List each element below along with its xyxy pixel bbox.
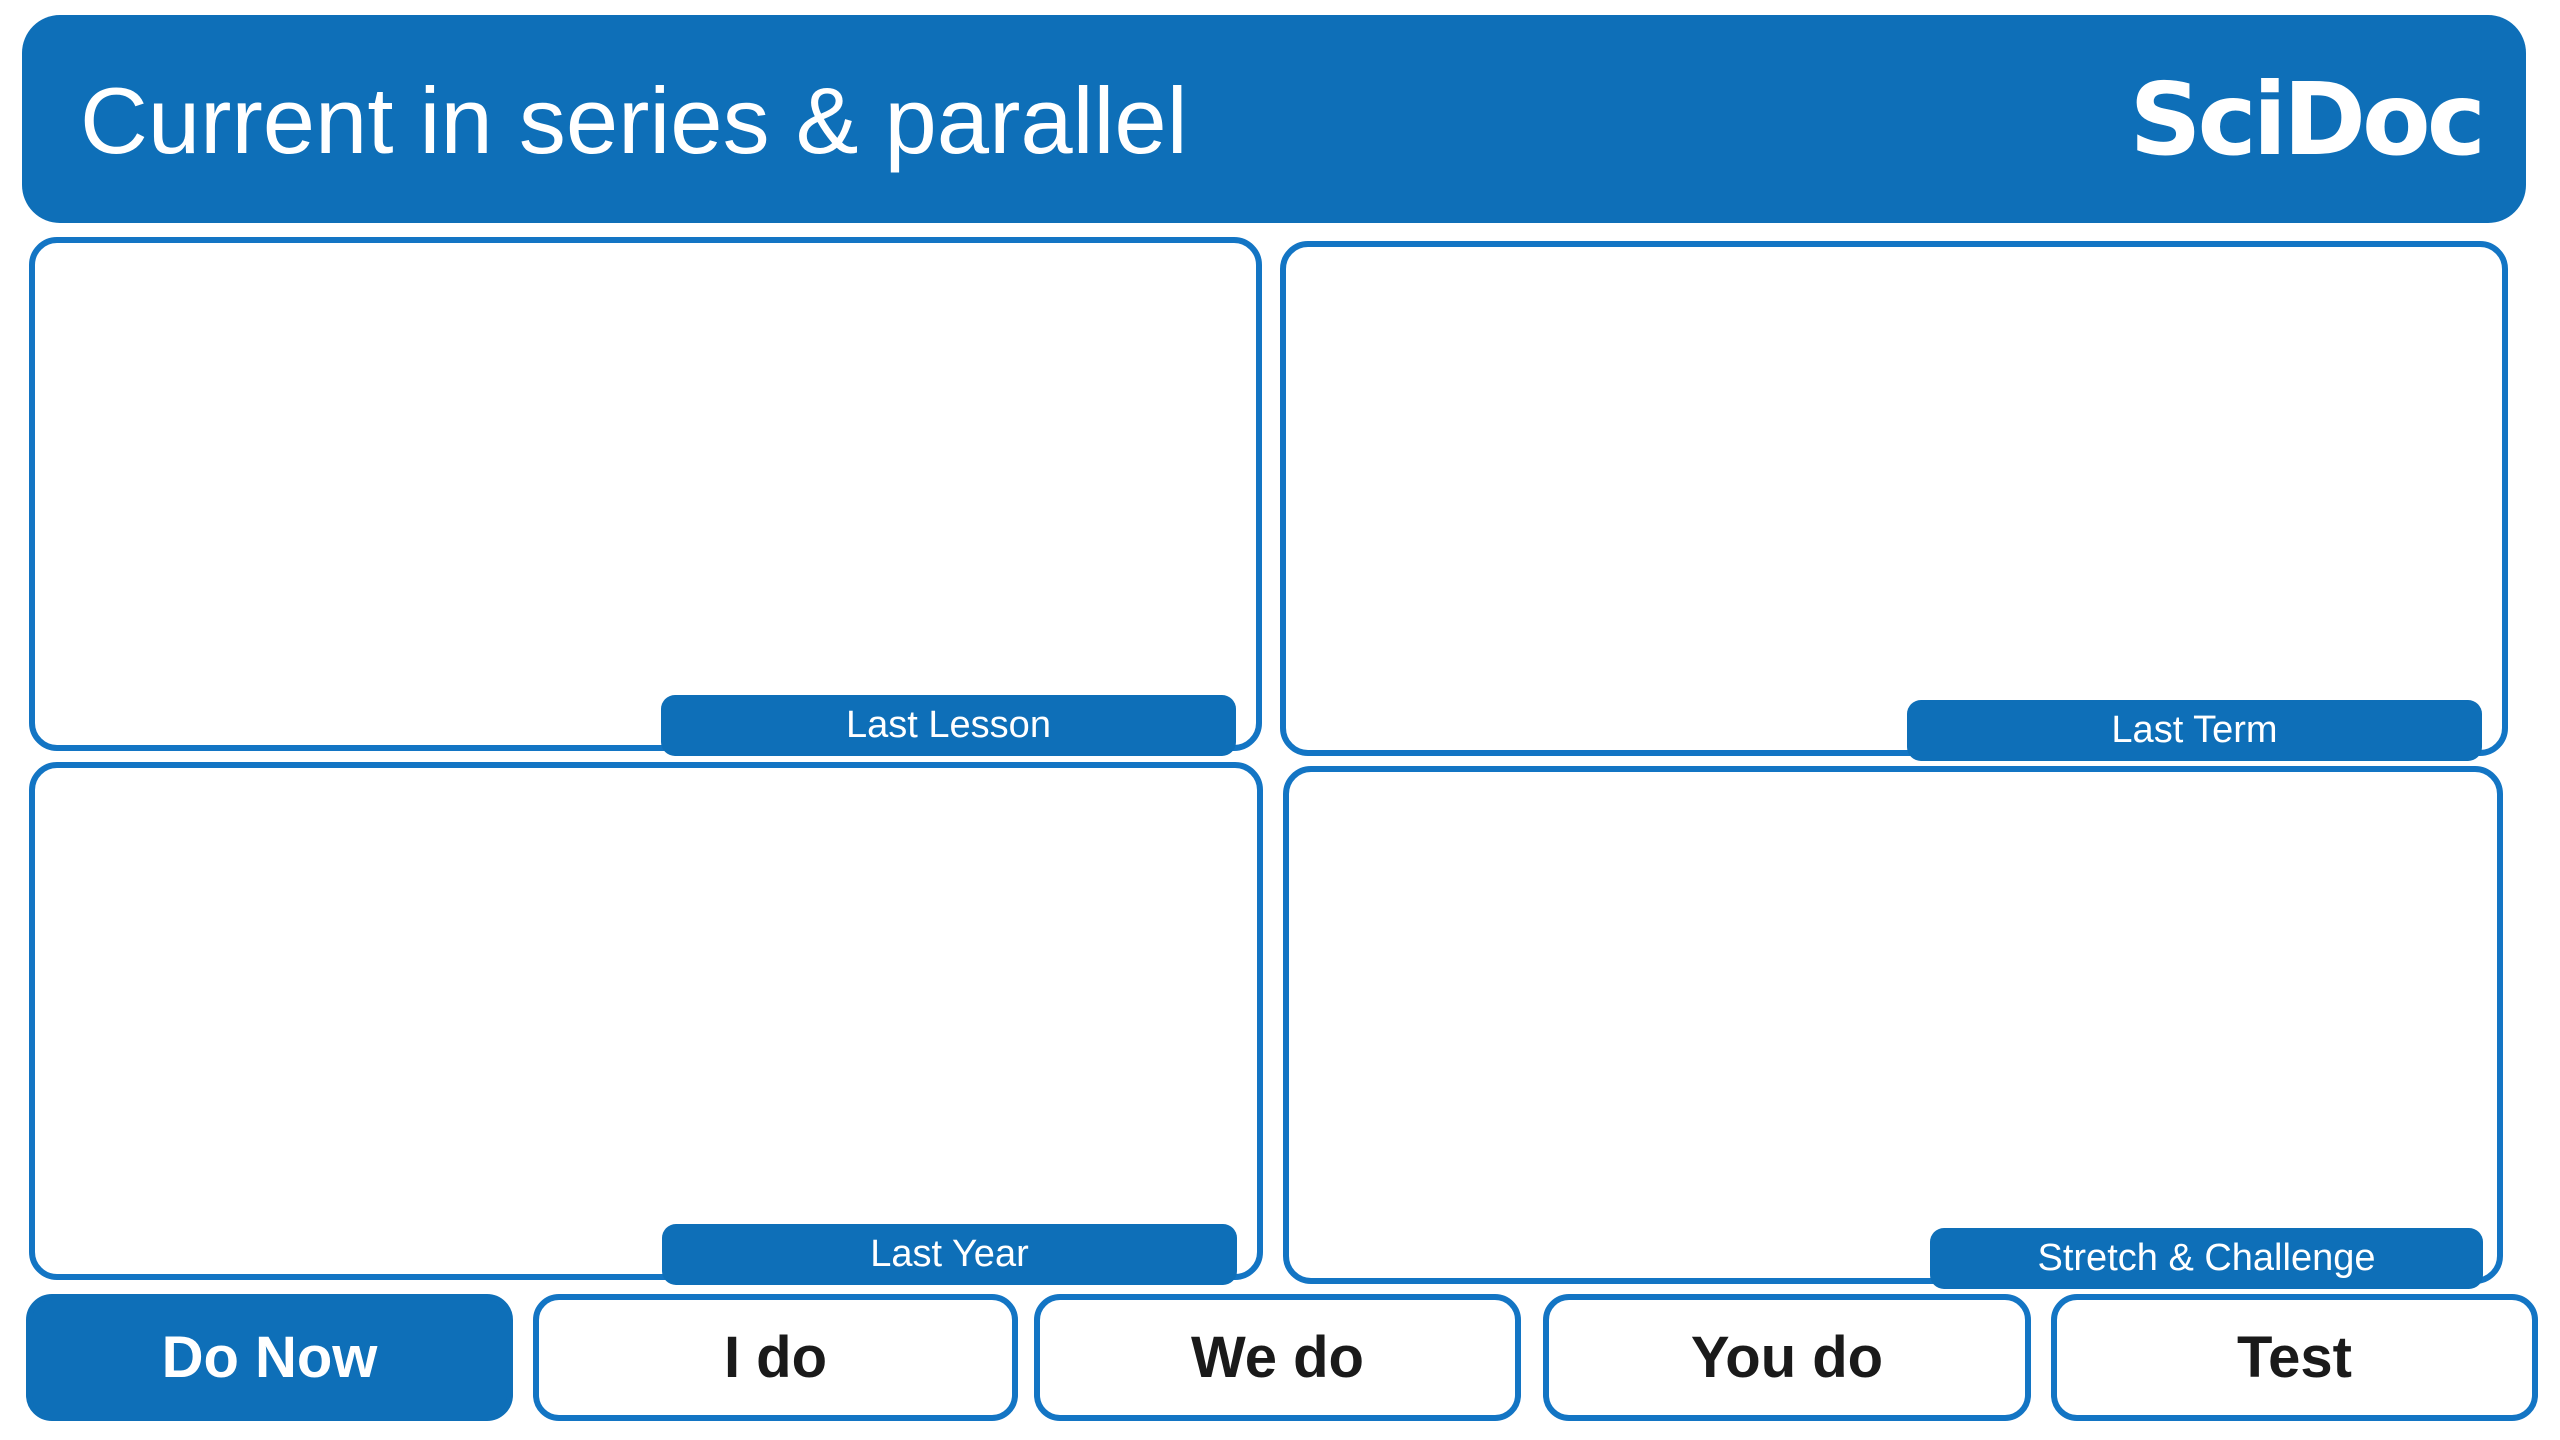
panel-stretch-challenge: Stretch & Challenge: [1283, 766, 2503, 1289]
panel-tab-stretch-challenge: Stretch & Challenge: [1930, 1228, 2483, 1289]
nav-button-i-do[interactable]: I do: [533, 1294, 1018, 1421]
panel-tab-last-year: Last Year: [662, 1224, 1237, 1285]
scidoc-logo: SciDoc: [2129, 61, 2486, 178]
nav-button-we-do[interactable]: We do: [1034, 1294, 1521, 1421]
nav-button-test[interactable]: Test: [2051, 1294, 2538, 1421]
panel-tab-last-lesson: Last Lesson: [661, 695, 1236, 756]
page-title: Current in series & parallel: [80, 68, 1188, 173]
nav-button-you-do[interactable]: You do: [1543, 1294, 2031, 1421]
panel-tab-last-term: Last Term: [1907, 700, 2482, 761]
nav-button-do-now[interactable]: Do Now: [26, 1294, 513, 1421]
panel-last-term: Last Term: [1280, 241, 2508, 761]
panel-last-lesson: Last Lesson: [29, 237, 1262, 756]
header-bar: Current in series & parallel SciDoc: [22, 15, 2526, 223]
panel-last-year: Last Year: [29, 762, 1263, 1285]
